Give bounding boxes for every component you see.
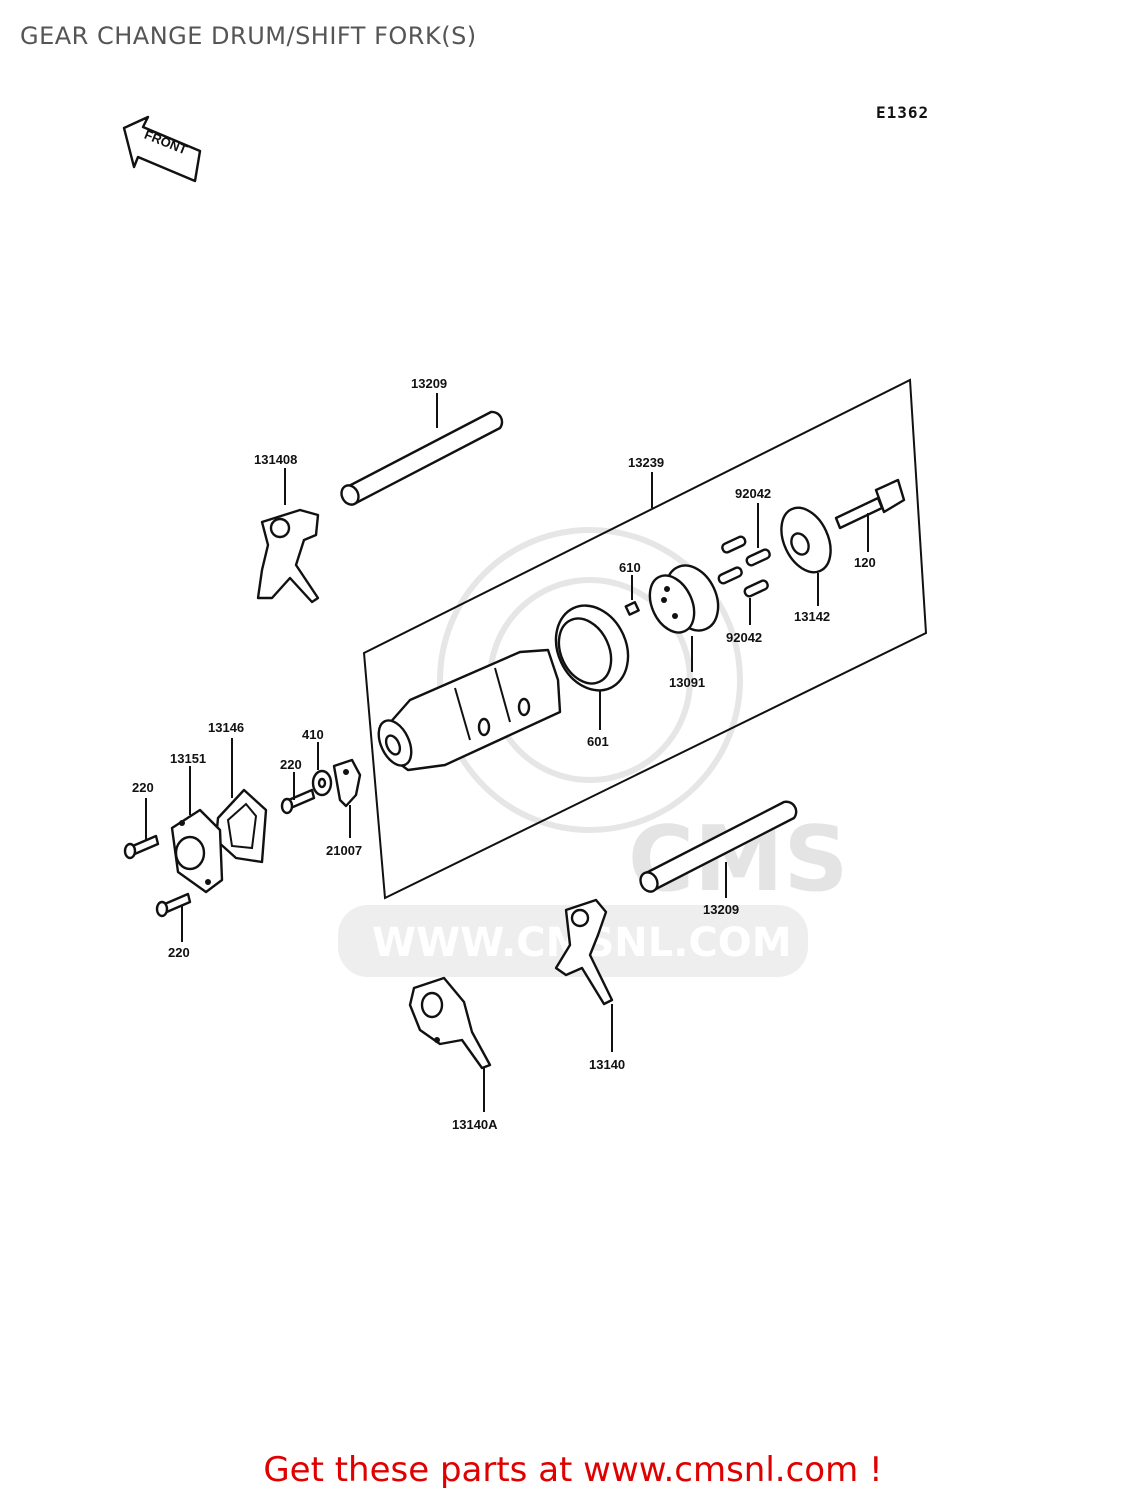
label-pin-small: 610 (619, 560, 641, 575)
front-arrow-icon: FRONT (122, 115, 202, 183)
label-fork-right: 13140 (589, 1057, 625, 1072)
screw-bottom (155, 892, 192, 918)
stopper-lever (332, 758, 362, 808)
footer-promo-text[interactable]: Get these parts at www.cmsnl.com ! (263, 1450, 883, 1490)
label-screw-bottom: 220 (168, 945, 190, 960)
label-pin-lower: 92042 (726, 630, 762, 645)
diagram-code: E1362 (876, 103, 930, 122)
gear-change-drum (377, 648, 562, 772)
label-washer: 410 (302, 727, 324, 742)
shift-fork-top (256, 508, 320, 604)
label-bolt: 120 (854, 555, 876, 570)
shaft-bottom (639, 800, 798, 893)
pin-holder (648, 564, 720, 634)
label-screw-left: 220 (132, 780, 154, 795)
label-bolt-upper-left: 220 (280, 757, 302, 772)
label-plate: 13142 (794, 609, 830, 624)
bearing (554, 604, 630, 692)
label-cover: 13146 (208, 720, 244, 735)
shift-fork-right (554, 898, 614, 1006)
shaft-top (340, 410, 504, 506)
pins-92042 (717, 535, 771, 598)
label-pin-upper: 92042 (735, 486, 771, 501)
label-bearing: 601 (587, 734, 609, 749)
label-fork-top: 131408 (254, 452, 297, 467)
label-shaft-bottom: 13209 (703, 902, 739, 917)
label-pin-holder: 13091 (669, 675, 705, 690)
bolt-upper-left (280, 788, 316, 815)
pin-small (624, 601, 640, 616)
watermark-logo-text: CMS (628, 807, 848, 912)
page-title: GEAR CHANGE DRUM/SHIFT FORK(S) (20, 22, 477, 50)
label-stopper-holder: 13151 (170, 751, 206, 766)
bolt (834, 478, 906, 530)
cover (214, 788, 268, 864)
drum-assembly-outline (362, 378, 928, 900)
screw-left (123, 834, 160, 860)
stopper-holder (170, 808, 224, 894)
label-fork-left: 13140A (452, 1117, 498, 1132)
shift-fork-left (408, 976, 492, 1070)
washer (311, 769, 333, 797)
label-shaft-top: 13209 (411, 376, 447, 391)
plate (780, 506, 832, 574)
label-stopper-lever: 21007 (326, 843, 362, 858)
label-drum-assembly: 13239 (628, 455, 664, 470)
watermark-logo-ring (437, 527, 743, 833)
